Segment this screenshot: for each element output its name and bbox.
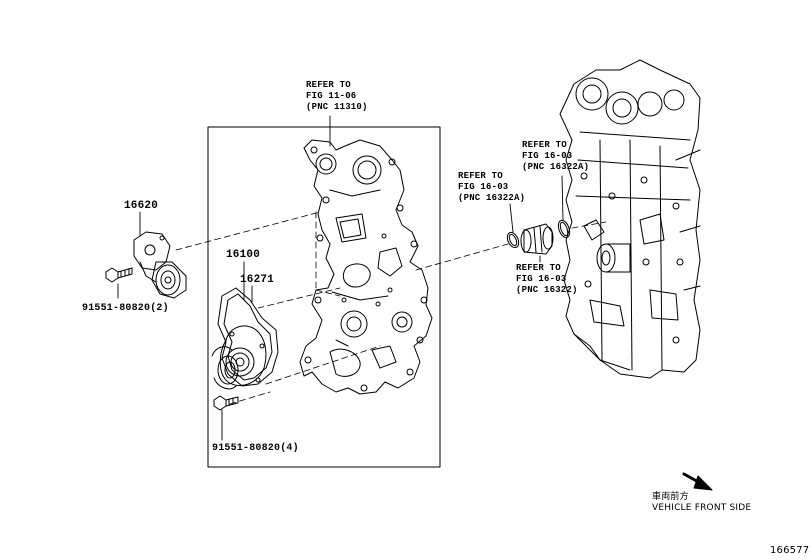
- left-ring-ref-line-3: (PNC 16322A): [458, 193, 526, 203]
- leader-lines: [117, 115, 564, 441]
- elbow-reference-callout: REFER TO FIG 16-03 (PNC 16322): [516, 263, 578, 296]
- vehicle-front-label-en: VEHICLE FRONT SIDE: [652, 503, 752, 513]
- cover-ref-line-2: FIG 11-06: [306, 91, 357, 101]
- right-o-ring-reference-callout: REFER TO FIG 16-03 (PNC 16322A): [522, 140, 589, 173]
- part-number-water-pump: 16100: [226, 249, 261, 261]
- pump-bolt-drawing: [213, 395, 239, 411]
- engine-block-drawing: [559, 59, 701, 379]
- tensioner-bolt-drawing: [105, 267, 133, 283]
- part-number-tensioner: 16620: [124, 200, 159, 212]
- o-ring-left-drawing: [506, 231, 520, 249]
- water-pump-drawing: [211, 287, 279, 390]
- left-ring-ref-line-2: FIG 16-03: [458, 182, 509, 192]
- part-number-tensioner-bolt: 91551-80820(2): [82, 303, 169, 314]
- elbow-ref-line-1: REFER TO: [516, 263, 561, 273]
- assembly-lines: [175, 211, 607, 405]
- elbow-drawing: [520, 223, 554, 255]
- left-ring-ref-line-1: REFER TO: [458, 171, 503, 181]
- cover-ref-line-3: (PNC 11310): [306, 102, 368, 112]
- elbow-ref-line-2: FIG 16-03: [516, 274, 567, 284]
- cover-ref-line-1: REFER TO: [306, 80, 351, 90]
- front-arrow-icon: [682, 472, 713, 491]
- cover-reference-callout: REFER TO FIG 11-06 (PNC 11310): [306, 80, 368, 113]
- vehicle-front-label: 車両前方 VEHICLE FRONT SIDE: [652, 492, 751, 514]
- elbow-ref-line-3: (PNC 16322): [516, 285, 578, 295]
- right-ring-ref-line-3: (PNC 16322A): [522, 162, 590, 172]
- right-ring-ref-line-2: FIG 16-03: [522, 151, 573, 161]
- vehicle-front-label-jp: 車両前方: [652, 492, 689, 502]
- timing-cover-drawing: [299, 139, 433, 395]
- group-frame: [207, 126, 441, 468]
- tensioner-drawing: [133, 231, 187, 299]
- figure-number: 166577: [770, 545, 810, 556]
- left-o-ring-reference-callout: REFER TO FIG 16-03 (PNC 16322A): [458, 171, 525, 204]
- right-ring-ref-line-1: REFER TO: [522, 140, 567, 150]
- part-number-pump-gasket: 16271: [240, 274, 275, 286]
- part-number-pump-bolt: 91551-80820(4): [212, 443, 299, 454]
